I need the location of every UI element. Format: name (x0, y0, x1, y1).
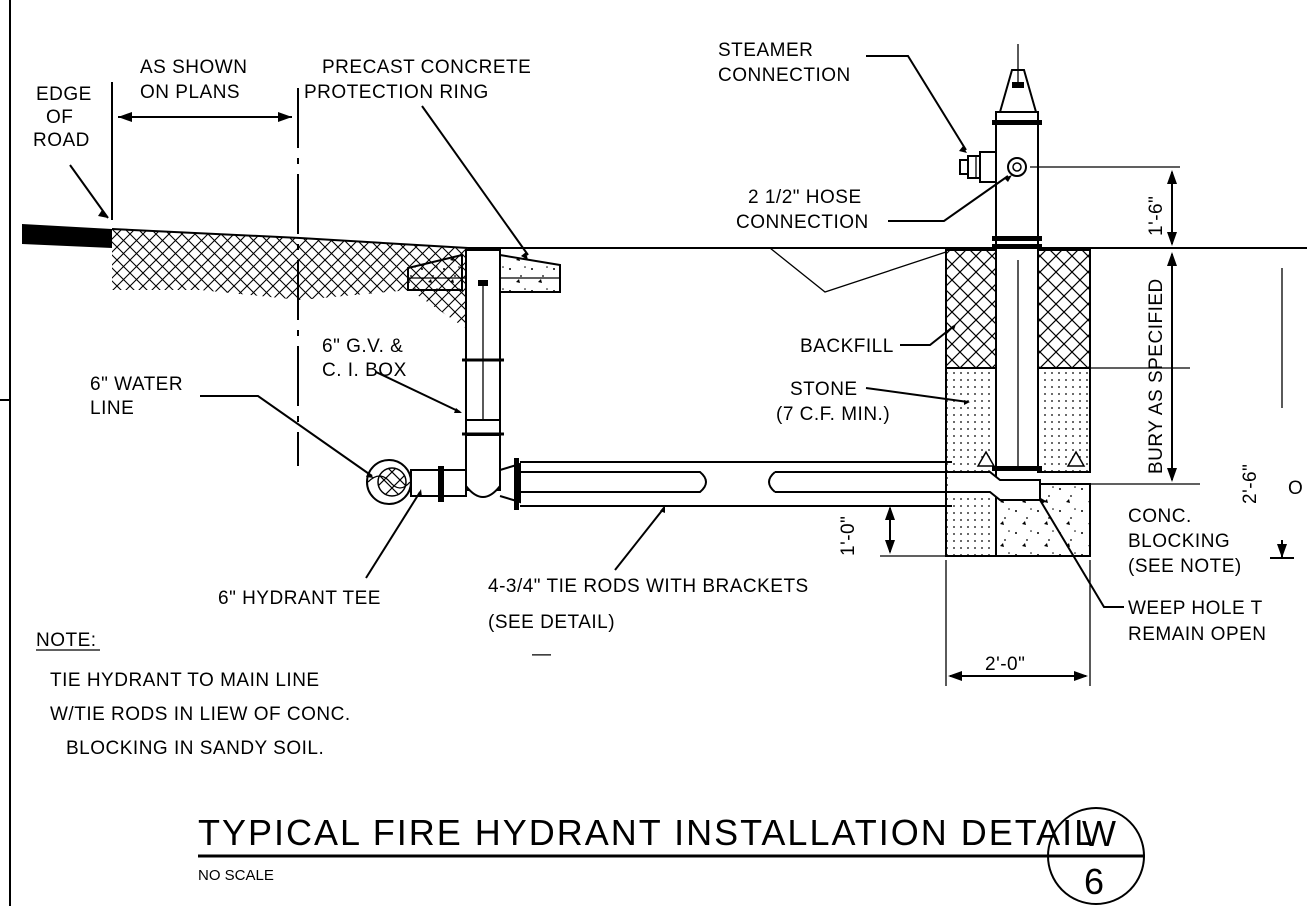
water-main-curve (367, 475, 411, 489)
break-line (769, 247, 947, 293)
leader-steamer (866, 55, 967, 151)
branch-coupling (499, 462, 521, 504)
leader-arrow-road (98, 210, 108, 218)
leader-edge-of-road (69, 164, 109, 219)
backfill-right (1037, 249, 1091, 369)
pipe-break-1 (699, 471, 707, 493)
label-backfill: BACKFILL (800, 336, 894, 357)
label-tie-rods: 4-3/4" TIE RODS WITH BRACKETS (SEE DETAI… (488, 576, 815, 633)
hydrant-shoe (952, 471, 1041, 501)
breakaway-flange-top (992, 236, 1042, 241)
stone-right (1037, 367, 1091, 473)
label-hydrant-tee: 6" HYDRANT TEE (218, 588, 381, 609)
label-dim-2-6: 2'-6" (1240, 464, 1261, 504)
tee-to-elbow-pipe (444, 469, 467, 497)
branch-pipe-right (768, 471, 952, 493)
label-weep-hole: WEEP HOLE T REMAIN OPEN (1128, 598, 1268, 645)
leader-arrow-ring (521, 252, 528, 260)
label-gate-valve: 6" G.V. & C. I. BOX (322, 336, 409, 381)
leader-tie-rods (614, 507, 665, 571)
water-main-hatch (377, 467, 407, 497)
bonnet-flange (992, 120, 1042, 125)
label-bury: BURY AS SPECIFIED (1146, 278, 1167, 474)
leader-hose (888, 175, 1009, 222)
backfill-left (945, 249, 997, 369)
label-as-shown: AS SHOWN ON PLANS (140, 57, 253, 103)
dim-arrows-1-0 (885, 506, 895, 554)
label-edge-of-road: EDGE OF ROAD (33, 84, 98, 151)
drawing-title: TYPICAL FIRE HYDRANT INSTALLATION DETAIL (198, 812, 1096, 853)
dim-arrow-2-6 (1277, 544, 1287, 558)
leader-weep-hole (1039, 499, 1124, 608)
valve-elbow (465, 436, 501, 498)
branch-flange (514, 458, 519, 510)
leader-arrow-tee (417, 489, 422, 497)
breakaway-flange-bottom (992, 244, 1042, 249)
leader-arrow-steamer (959, 146, 967, 153)
leader-stone (865, 387, 969, 403)
leader-arrow-weep (1039, 497, 1046, 504)
label-dim-1-6: 1'-6" (1146, 196, 1167, 236)
hose-nozzle-cap (1012, 162, 1022, 172)
sheet-reference-circle (1047, 807, 1145, 905)
road-pavement (22, 224, 112, 248)
sheet-letter: W (1082, 813, 1118, 854)
label-stone: STONE (7 C.F. MIN.) (776, 379, 890, 425)
label-dim-2-6-suffix: O (1288, 478, 1303, 499)
soil-hatch (112, 229, 468, 330)
protection-ring-right (499, 253, 561, 293)
scale-note: NO SCALE (198, 867, 274, 884)
leader-arrow-water (366, 472, 374, 478)
leader-ring (421, 105, 529, 256)
leader-arrow-tie (660, 505, 665, 513)
leader-hydrant-tee (365, 491, 421, 579)
steamer-nozzle (959, 151, 997, 183)
leader-arrow-backfill (950, 324, 956, 330)
hydrant-bonnet (998, 69, 1038, 113)
leader-water-line (200, 395, 373, 477)
label-water-line: 6" WATER LINE (90, 374, 189, 419)
tee-flange (438, 466, 444, 502)
leader-gate-valve (375, 371, 461, 413)
leader-arrow-gv (454, 408, 462, 413)
hydrant-tee (410, 469, 440, 497)
note-lines: TIE HYDRANT TO MAIN LINE W/TIE RODS IN L… (50, 670, 356, 759)
protection-ring-left (407, 253, 463, 291)
label-conc-blocking: CONC. BLOCKING (SEE NOTE) (1128, 506, 1242, 577)
label-precast-ring: PRECAST CONCRETE PROTECTION RING (304, 57, 537, 103)
label-hose-connection: 2 1/2" HOSE CONNECTION (736, 187, 869, 233)
dim-arrows-2-0 (948, 671, 1088, 681)
label-dim-2-0: 2'-0" (985, 654, 1025, 675)
leader-arrow-stone (964, 400, 970, 405)
branch-pipe-left (520, 471, 707, 493)
label-steamer-connection: STEAMER CONNECTION (718, 40, 851, 86)
label-dash-mark: — (532, 644, 552, 665)
leader-arrow-hose (1004, 175, 1012, 182)
leader-backfill (900, 325, 955, 346)
weep-markers (976, 450, 1086, 467)
note-heading: NOTE: (36, 630, 97, 651)
label-dim-1-0: 1'-0" (838, 516, 859, 556)
sheet-number: 6 (1084, 861, 1106, 902)
operating-nut (1012, 82, 1024, 88)
shoe-flange (992, 466, 1042, 471)
valve-operating-nut (478, 280, 488, 286)
